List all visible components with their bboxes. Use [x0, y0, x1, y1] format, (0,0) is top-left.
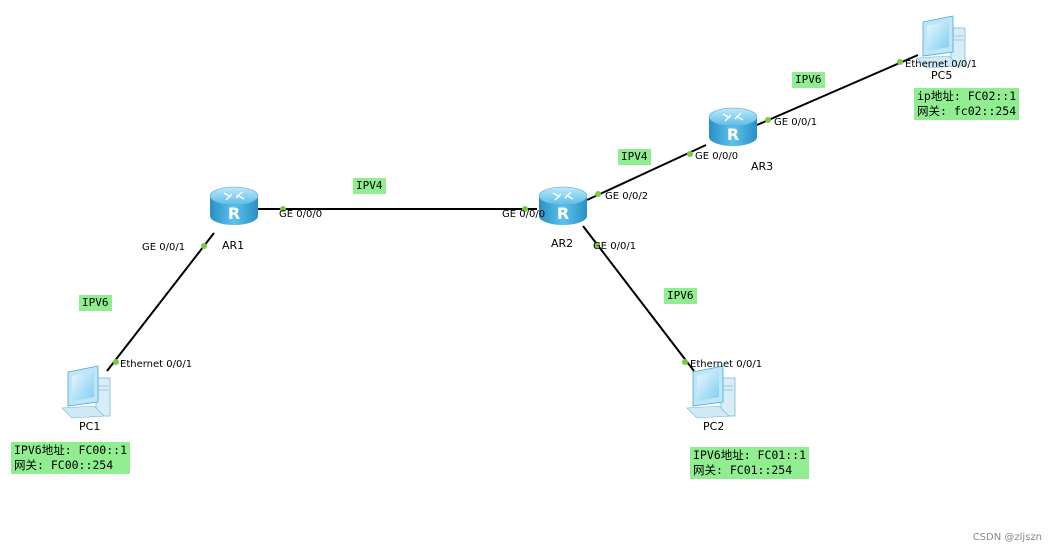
port-label-pc5-eth: Ethernet 0/0/1: [905, 59, 978, 70]
device-label-pc2: PC2: [703, 420, 725, 433]
note-pc1-addr: IPV6地址: FC00::1: [14, 443, 128, 457]
port-label-pc2-eth: Ethernet 0/0/1: [690, 359, 763, 370]
port-label-pc1-eth: Ethernet 0/0/1: [120, 359, 193, 370]
link-tag-ar3-pc5: IPV6: [792, 72, 825, 88]
port-label-ar1-ge001: GE 0/0/1: [142, 242, 186, 253]
link-tag-ar1-ar2: IPV4: [353, 178, 386, 194]
port-dot: [113, 359, 119, 365]
note-pc1-gw: 网关: FC00::254: [14, 458, 114, 472]
port-dot: [687, 151, 693, 157]
device-label-ar2: AR2: [551, 237, 574, 250]
watermark: CSDN @zljszn: [972, 532, 1042, 543]
router-ar1-icon[interactable]: [209, 186, 259, 226]
device-label-pc1: PC1: [79, 420, 101, 433]
pc1-icon[interactable]: [61, 365, 111, 419]
link-ar3-pc5[interactable]: [756, 54, 919, 126]
note-pc1: IPV6地址: FC00::1 网关: FC00::254: [11, 442, 131, 474]
device-label-pc5: PC5: [931, 69, 953, 82]
device-label-ar3: AR3: [751, 160, 774, 173]
router-ar2-icon[interactable]: [538, 186, 588, 226]
port-label-ar2-ge001: GE 0/0/1: [593, 241, 637, 252]
device-label-ar1: AR1: [222, 239, 245, 252]
port-label-ar3-ge001: GE 0/0/1: [774, 117, 818, 128]
port-dot: [682, 359, 688, 365]
port-label-ar2-ge000: GE 0/0/0: [502, 209, 546, 220]
port-dot: [522, 206, 528, 212]
pc2-icon[interactable]: [686, 365, 736, 419]
port-label-ar1-ge000: GE 0/0/0: [279, 209, 323, 220]
port-dot: [201, 243, 207, 249]
router-ar3-icon[interactable]: [708, 107, 758, 147]
port-dot: [280, 206, 286, 212]
note-pc2-gw: 网关: FC01::254: [693, 463, 793, 477]
link-tag-ar2-pc2: IPV6: [664, 288, 697, 304]
port-dot: [897, 59, 903, 65]
link-tag-ar2-ar3: IPV4: [618, 149, 651, 165]
note-pc5-addr: ip地址: FC02::1: [917, 89, 1017, 103]
link-ar2-pc2[interactable]: [582, 225, 695, 372]
link-tag-ar1-pc1: IPV6: [79, 295, 112, 311]
link-ar2-ar3[interactable]: [586, 144, 707, 201]
port-dot: [595, 191, 601, 197]
link-ar1-pc1[interactable]: [106, 232, 215, 372]
port-dot: [765, 117, 771, 123]
port-label-ar3-ge000: GE 0/0/0: [695, 151, 739, 162]
port-dot: [594, 242, 600, 248]
port-label-ar2-ge002: GE 0/0/2: [605, 191, 649, 202]
note-pc5-gw: 网关: fc02::254: [917, 104, 1017, 118]
note-pc2-addr: IPV6地址: FC01::1: [693, 448, 807, 462]
note-pc2: IPV6地址: FC01::1 网关: FC01::254: [690, 447, 810, 479]
note-pc5: ip地址: FC02::1 网关: fc02::254: [914, 88, 1020, 120]
